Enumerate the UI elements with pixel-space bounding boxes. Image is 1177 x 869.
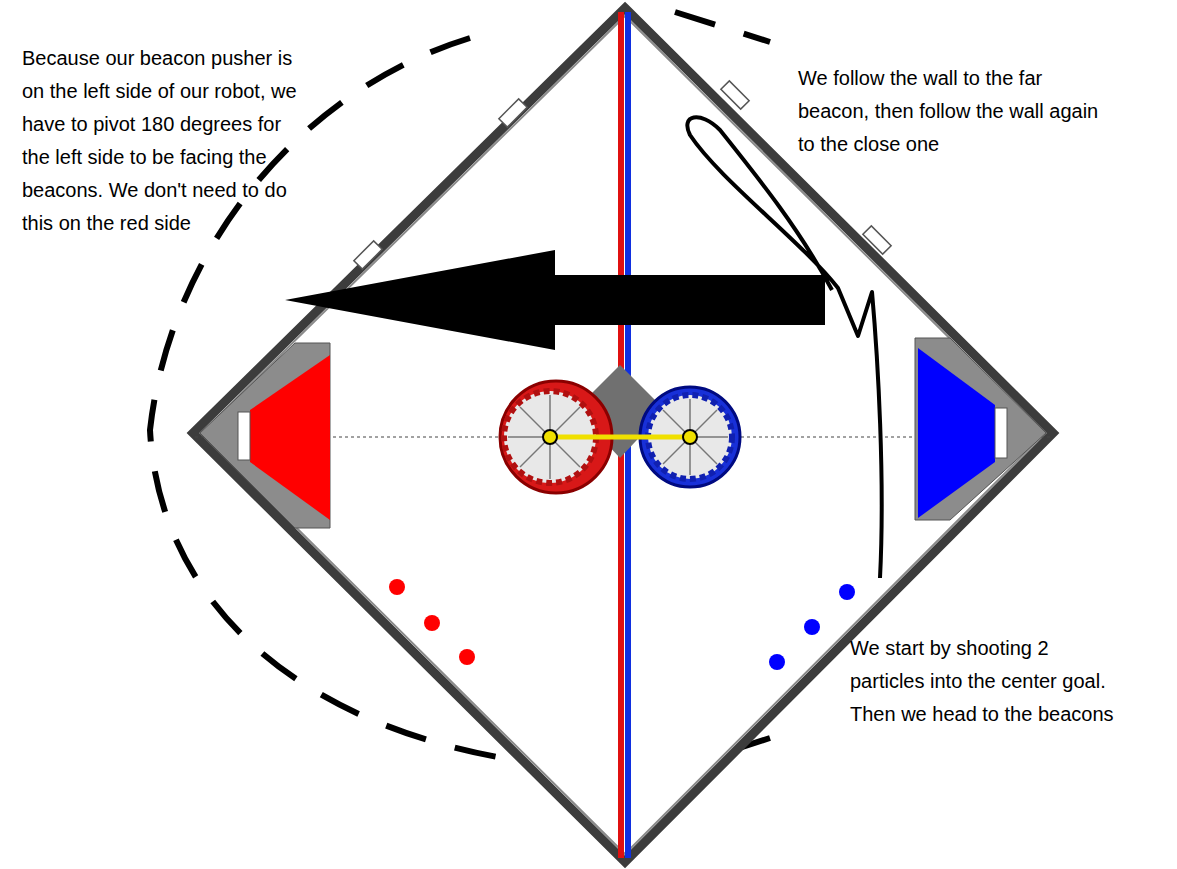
vortex-axle [550,435,690,440]
dashed-route [675,12,770,42]
vortex-hub [543,430,557,444]
blue-particles [769,584,855,670]
vortex-hub [683,430,697,444]
beacon [863,226,891,254]
red-particles [389,579,475,665]
beacon [354,241,382,269]
beacon [721,81,749,109]
corner-vortex-base [915,338,1046,520]
corner-vortex-base [200,343,330,528]
vortex-opening [995,408,1007,458]
vortex-spokes [508,395,728,479]
annotation-note: Because our beacon pusher is on the left… [22,42,314,240]
robot-route [687,117,881,578]
beacon [499,99,527,127]
annotation-note: We start by shooting 2 particles into th… [850,632,1122,731]
blue-corner-vortex [918,348,995,518]
red-corner-vortex [250,355,330,520]
annotation-note: We follow the wall to the far beacon, th… [798,62,1116,161]
vortex-opening [238,412,250,460]
pivot-arrow [285,250,825,350]
